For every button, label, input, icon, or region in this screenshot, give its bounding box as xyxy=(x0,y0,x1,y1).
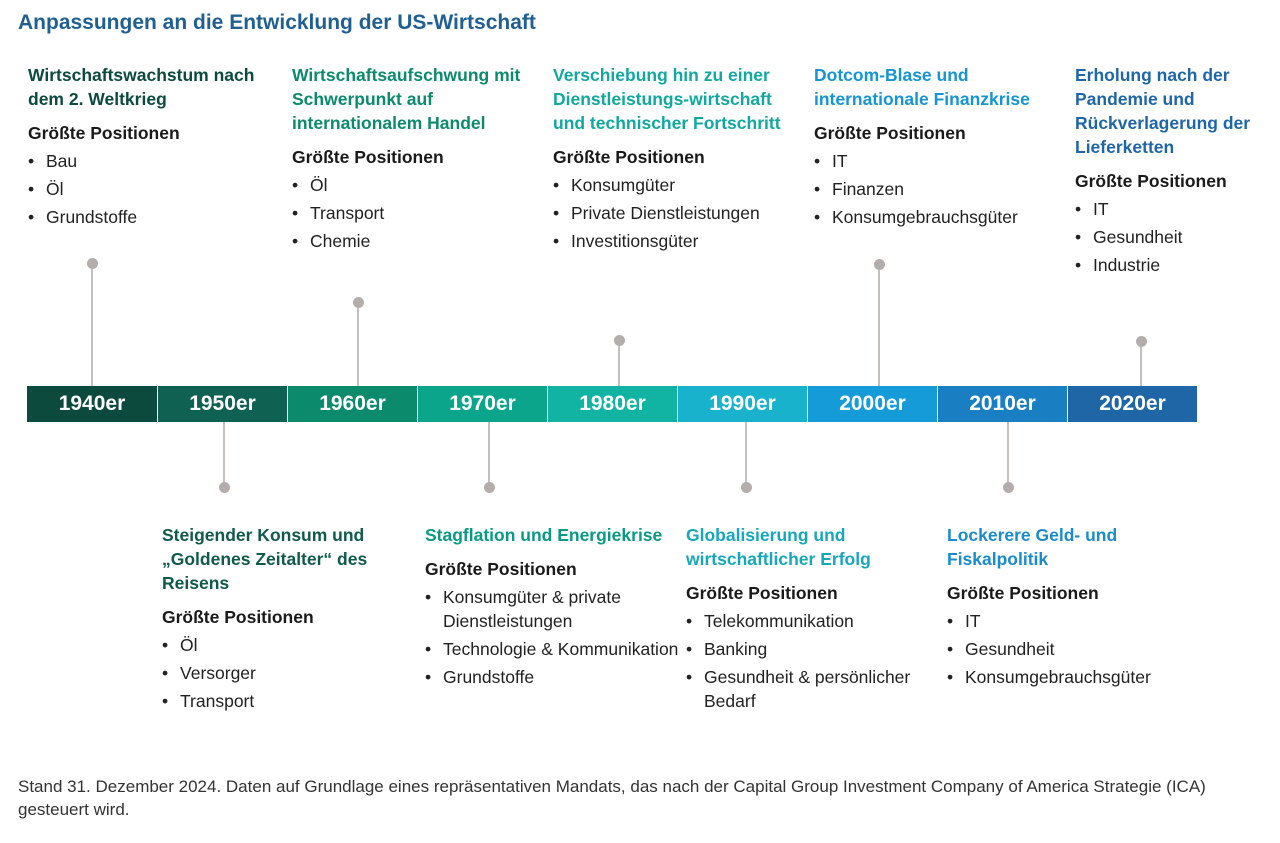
list-item: IT xyxy=(814,149,1064,173)
event-heading: Wirtschaftsaufschwung mit Schwerpunkt au… xyxy=(292,65,521,133)
marker-dot-1960s xyxy=(353,297,364,308)
timeline-bar: 1940er 1950er 1960er 1970er 1980er 1990e… xyxy=(27,386,1197,422)
list-item: Öl xyxy=(292,173,532,197)
event-heading: Erholung nach der Pandemie und Rückverla… xyxy=(1075,65,1251,157)
list-item: Öl xyxy=(28,177,258,201)
list-item: Industrie xyxy=(1075,253,1270,277)
connector-1940s xyxy=(91,264,93,386)
holdings-list: IT Gesundheit Industrie xyxy=(1075,197,1270,277)
marker-dot-2010s xyxy=(1003,482,1014,493)
event-1950s: Steigender Konsum und „Goldenes Zeitalte… xyxy=(162,523,402,717)
marker-dot-1980s xyxy=(614,335,625,346)
event-heading: Lockerere Geld- und Fiskalpolitik xyxy=(947,525,1118,569)
marker-dot-2020s xyxy=(1136,336,1147,347)
list-item: Gesundheit xyxy=(1075,225,1270,249)
list-item: Transport xyxy=(162,689,402,713)
event-1970s: Stagflation und Energiekrise Größte Posi… xyxy=(425,523,680,693)
event-heading: Verschiebung hin zu einer Dienstleistung… xyxy=(553,65,781,133)
list-item: Private Dienstleistungen xyxy=(553,201,808,225)
event-2000s: Dotcom-Blase und internationale Finanzkr… xyxy=(814,63,1064,233)
event-subheading: Größte Positionen xyxy=(425,559,577,579)
decade-1990s: 1990er xyxy=(677,386,807,422)
event-heading: Stagflation und Energiekrise xyxy=(425,525,663,545)
event-subheading: Größte Positionen xyxy=(814,123,966,143)
list-item: IT xyxy=(1075,197,1270,221)
event-heading: Dotcom-Blase und internationale Finanzkr… xyxy=(814,65,1030,109)
holdings-list: IT Finanzen Konsumgebrauchsgüter xyxy=(814,149,1064,229)
list-item: Investitionsgüter xyxy=(553,229,808,253)
event-2010s: Lockerere Geld- und Fiskalpolitik Größte… xyxy=(947,523,1207,693)
decade-1950s: 1950er xyxy=(157,386,287,422)
marker-dot-1970s xyxy=(484,482,495,493)
connector-1960s xyxy=(357,303,359,386)
connector-1980s xyxy=(618,341,620,386)
connector-2000s xyxy=(878,265,880,386)
decade-2000s: 2000er xyxy=(807,386,937,422)
event-1980s: Verschiebung hin zu einer Dienstleistung… xyxy=(553,63,808,257)
event-subheading: Größte Positionen xyxy=(947,583,1099,603)
event-1940s: Wirtschaftswachstum nach dem 2. Weltkrie… xyxy=(28,63,258,233)
list-item: Versorger xyxy=(162,661,402,685)
event-subheading: Größte Positionen xyxy=(1075,171,1227,191)
list-item: Konsumgüter xyxy=(553,173,808,197)
event-subheading: Größte Positionen xyxy=(686,583,838,603)
holdings-list: Telekommunikation Banking Gesundheit & p… xyxy=(686,609,921,713)
decade-1980s: 1980er xyxy=(547,386,677,422)
holdings-list: Konsumgüter Private Dienstleistungen Inv… xyxy=(553,173,808,253)
connector-1990s xyxy=(745,422,747,488)
event-heading: Wirtschaftswachstum nach dem 2. Weltkrie… xyxy=(28,65,255,109)
holdings-list: Konsumgüter & private Dienstleistungen T… xyxy=(425,585,680,689)
list-item: Konsumgebrauchsgüter xyxy=(814,205,1064,229)
holdings-list: IT Gesundheit Konsumgebrauchsgüter xyxy=(947,609,1207,689)
list-item: Grundstoffe xyxy=(28,205,258,229)
list-item: Banking xyxy=(686,637,921,661)
list-item: Finanzen xyxy=(814,177,1064,201)
list-item: Konsumgebrauchsgüter xyxy=(947,665,1207,689)
event-subheading: Größte Positionen xyxy=(162,607,314,627)
event-subheading: Größte Positionen xyxy=(28,123,180,143)
marker-dot-1940s xyxy=(87,258,98,269)
marker-dot-1990s xyxy=(741,482,752,493)
connector-2020s xyxy=(1140,342,1142,386)
decade-2010s: 2010er xyxy=(937,386,1067,422)
list-item: Öl xyxy=(162,633,402,657)
connector-1970s xyxy=(488,422,490,488)
list-item: Chemie xyxy=(292,229,532,253)
list-item: Telekommunikation xyxy=(686,609,921,633)
event-1960s: Wirtschaftsaufschwung mit Schwerpunkt au… xyxy=(292,63,532,257)
list-item: Grundstoffe xyxy=(425,665,680,689)
list-item: Gesundheit & persönlicher Bedarf xyxy=(686,665,921,713)
page-title: Anpassungen an die Entwicklung der US-Wi… xyxy=(18,11,536,34)
decade-1940s: 1940er xyxy=(27,386,157,422)
list-item: Technologie & Kommunikation xyxy=(425,637,680,661)
list-item: Transport xyxy=(292,201,532,225)
marker-dot-2000s xyxy=(874,259,885,270)
event-2020s: Erholung nach der Pandemie und Rückverla… xyxy=(1075,63,1270,281)
footnote: Stand 31. Dezember 2024. Daten auf Grund… xyxy=(18,777,1206,819)
event-heading: Steigender Konsum und „Goldenes Zeitalte… xyxy=(162,525,368,593)
event-subheading: Größte Positionen xyxy=(292,147,444,167)
list-item: Konsumgüter & private Dienstleistungen xyxy=(425,585,680,633)
decade-2020s: 2020er xyxy=(1067,386,1197,422)
list-item: IT xyxy=(947,609,1207,633)
list-item: Gesundheit xyxy=(947,637,1207,661)
decade-1960s: 1960er xyxy=(287,386,417,422)
list-item: Bau xyxy=(28,149,258,173)
event-subheading: Größte Positionen xyxy=(553,147,705,167)
holdings-list: Bau Öl Grundstoffe xyxy=(28,149,258,229)
holdings-list: Öl Transport Chemie xyxy=(292,173,532,253)
holdings-list: Öl Versorger Transport xyxy=(162,633,402,713)
connector-1950s xyxy=(223,422,225,488)
event-heading: Globalisierung und wirtschaftlicher Erfo… xyxy=(686,525,871,569)
event-1990s: Globalisierung und wirtschaftlicher Erfo… xyxy=(686,523,921,717)
decade-1970s: 1970er xyxy=(417,386,547,422)
connector-2010s xyxy=(1007,422,1009,488)
marker-dot-1950s xyxy=(219,482,230,493)
